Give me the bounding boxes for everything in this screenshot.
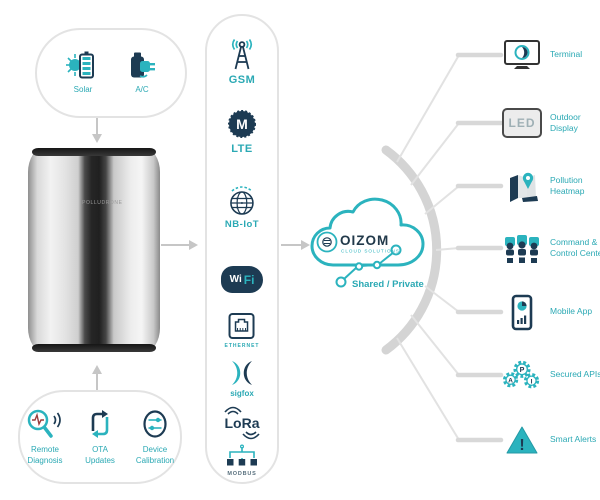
remote-diagnosis-label: Remote Diagnosis [27,445,63,465]
svg-text:!: ! [519,437,524,454]
output-smart-alerts: ! Smart Alerts [502,418,600,462]
svg-text:A: A [508,378,513,385]
nbiot-icon [230,186,254,215]
sigfox-label: sigfox [230,389,254,398]
heatmap-icon [502,169,542,204]
oizom-brand-text: OIZOM [340,233,389,248]
protocol-sigfox: sigfox [228,360,256,398]
protocol-lora: LoRa [219,404,265,442]
device-calibration-icon [143,410,167,438]
terminal-label: Terminal [550,49,583,60]
maintenance-box: Remote Diagnosis OTA Updates Device Cali… [18,390,182,484]
ac-power-icon [131,52,155,78]
protocol-modbus: MODBUS [225,444,259,477]
smart-alerts-icon: ! [502,425,542,456]
fanout-diagonals [396,54,460,441]
ac-label: A/C [135,85,149,95]
command-center-label: Command & Control Center [550,236,600,258]
solar-icon [66,51,94,79]
lte-icon: M [228,110,256,138]
polludrone-device: POLLUDRONE [28,148,160,352]
svg-text:LoRa: LoRa [225,415,260,431]
lte-label: LTE [231,143,253,155]
oizom-cloud: OIZOM CLOUD SOLUTIONS Shared / Private [303,192,438,298]
wifi-icon: Wi Fi [221,266,263,293]
ota-updates-label: OTA Updates [85,445,115,465]
ethernet-icon [228,313,255,339]
gsm-label: GSM [228,74,256,86]
remote-diagnosis-item: Remote Diagnosis [21,408,69,466]
secured-apis-icon: P A I [502,359,542,391]
connectivity-capsule: GSM M LTE [205,14,279,484]
led-display-icon: LED [502,108,542,138]
pollution-heatmap-label: Pollution Heatmap [550,174,585,196]
output-pollution-heatmap: Pollution Heatmap [502,164,600,208]
protocol-wifi: Wi Fi [221,266,263,293]
output-mobile-app: Mobile App [502,290,600,334]
device-name: POLLUDRONE [82,200,123,206]
device-calibration-label: Device Calibration [135,445,175,465]
output-secured-apis: P A I Secured APIs [502,353,600,397]
svg-text:I: I [531,379,533,386]
power-option-ac: A/C [125,50,159,95]
device-calibration-item: Device Calibration [131,408,179,466]
modbus-label: MODBUS [227,471,257,477]
protocol-gsm: GSM [227,38,257,86]
mobile-app-label: Mobile App [550,306,593,317]
lora-icon: LoRa [224,406,260,440]
device-top-cap [32,148,156,156]
output-terminal: Terminal [502,33,600,77]
remote-diagnosis-icon [27,409,61,438]
protocol-nbiot: NB-IoT [225,184,259,230]
smart-alerts-label: Smart Alerts [550,434,597,445]
mobile-app-icon [502,294,542,331]
cloud-icon: OIZOM CLOUD SOLUTIONS Shared / Private [310,197,425,290]
oizom-logo: OIZOM CLOUD SOLUTIONS [316,231,400,254]
oizom-subtitle-text: CLOUD SOLUTIONS [341,249,400,254]
modbus-icon [227,444,257,466]
svg-text:M: M [236,116,248,132]
fanout-stubs [455,52,504,443]
power-options-box: Solar A/C [35,28,187,118]
command-center-icon [502,233,542,264]
device-bottom-cap [32,344,156,352]
terminal-icon [502,39,542,72]
gsm-icon [231,39,253,70]
ethernet-label: ETHERNET [224,343,260,349]
svg-text:P: P [520,366,525,374]
secured-apis-label: Secured APIs [550,369,600,380]
flow-arrows [92,118,310,390]
nbiot-label: NB-IoT [224,219,260,230]
ota-updates-icon [91,410,109,439]
sigfox-icon [232,361,252,385]
output-command-center: Command & Control Center [502,226,600,270]
solar-label: Solar [73,85,93,95]
power-option-solar: Solar [63,50,103,95]
output-outdoor-display: LED Outdoor Display [502,101,600,145]
shared-private-label: Shared / Private [352,279,424,290]
protocol-ethernet: ETHERNET [225,312,260,349]
ota-updates-item: OTA Updates [79,408,121,466]
outdoor-display-label: Outdoor Display [550,111,581,133]
cloud-node-chain [335,244,402,288]
protocol-lte: M LTE [226,108,258,155]
